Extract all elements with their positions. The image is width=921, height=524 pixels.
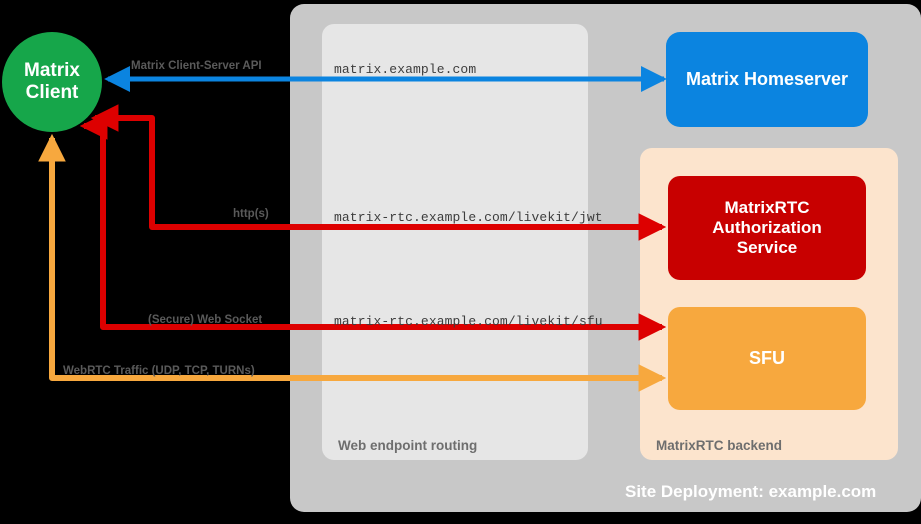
node-auth-label-line1: MatrixRTC	[724, 197, 810, 217]
node-auth-label-line2: Authorization	[712, 217, 822, 237]
edge-label-matrix-client-server-api: Matrix Client-Server API	[131, 60, 262, 72]
node-matrix-homeserver-shape[interactable]	[666, 32, 868, 127]
endpoint-label-livekit-sfu: matrix-rtc.example.com/livekit/sfu	[334, 314, 603, 329]
container-web-endpoint-routing	[322, 24, 588, 460]
node-matrixrtc-authorization-service[interactable]: MatrixRTC Authorization Service	[668, 176, 866, 280]
node-sfu[interactable]: SFU	[668, 307, 866, 410]
node-sfu-shape[interactable]	[668, 307, 866, 410]
container-label-site-deployment: Site Deployment: example.com	[625, 482, 877, 501]
node-matrix-client[interactable]: Matrix Client	[2, 32, 102, 132]
node-matrixrtc-authorization-service-shape[interactable]	[668, 176, 866, 280]
edge-label-webrtc-traffic: WebRTC Traffic (UDP, TCP, TURNs)	[63, 365, 255, 377]
node-auth-label-line3: Service	[736, 238, 798, 258]
edge-label-http-s: http(s)	[233, 208, 269, 220]
node-matrix-client-label-line2: Client	[25, 82, 79, 103]
edge-webrtc-traffic	[38, 133, 667, 392]
node-sfu-label: SFU	[749, 347, 785, 368]
node-matrix-homeserver-label: Matrix Homeserver	[685, 68, 849, 89]
node-matrix-homeserver[interactable]: Matrix Homeserver	[666, 32, 868, 127]
container-label-matrixrtc-backend: MatrixRTC backend	[656, 438, 783, 453]
node-matrix-client-label-line1: Matrix	[24, 59, 80, 81]
container-label-web-endpoint-routing: Web endpoint routing	[338, 438, 478, 453]
edge-label-web-socket: (Secure) Web Socket	[148, 314, 263, 326]
endpoint-label-livekit-jwt: matrix-rtc.example.com/livekit/jwt	[334, 210, 603, 225]
node-matrix-client-shape[interactable]	[2, 32, 102, 132]
endpoint-label-matrix-example-com: matrix.example.com	[334, 62, 477, 77]
